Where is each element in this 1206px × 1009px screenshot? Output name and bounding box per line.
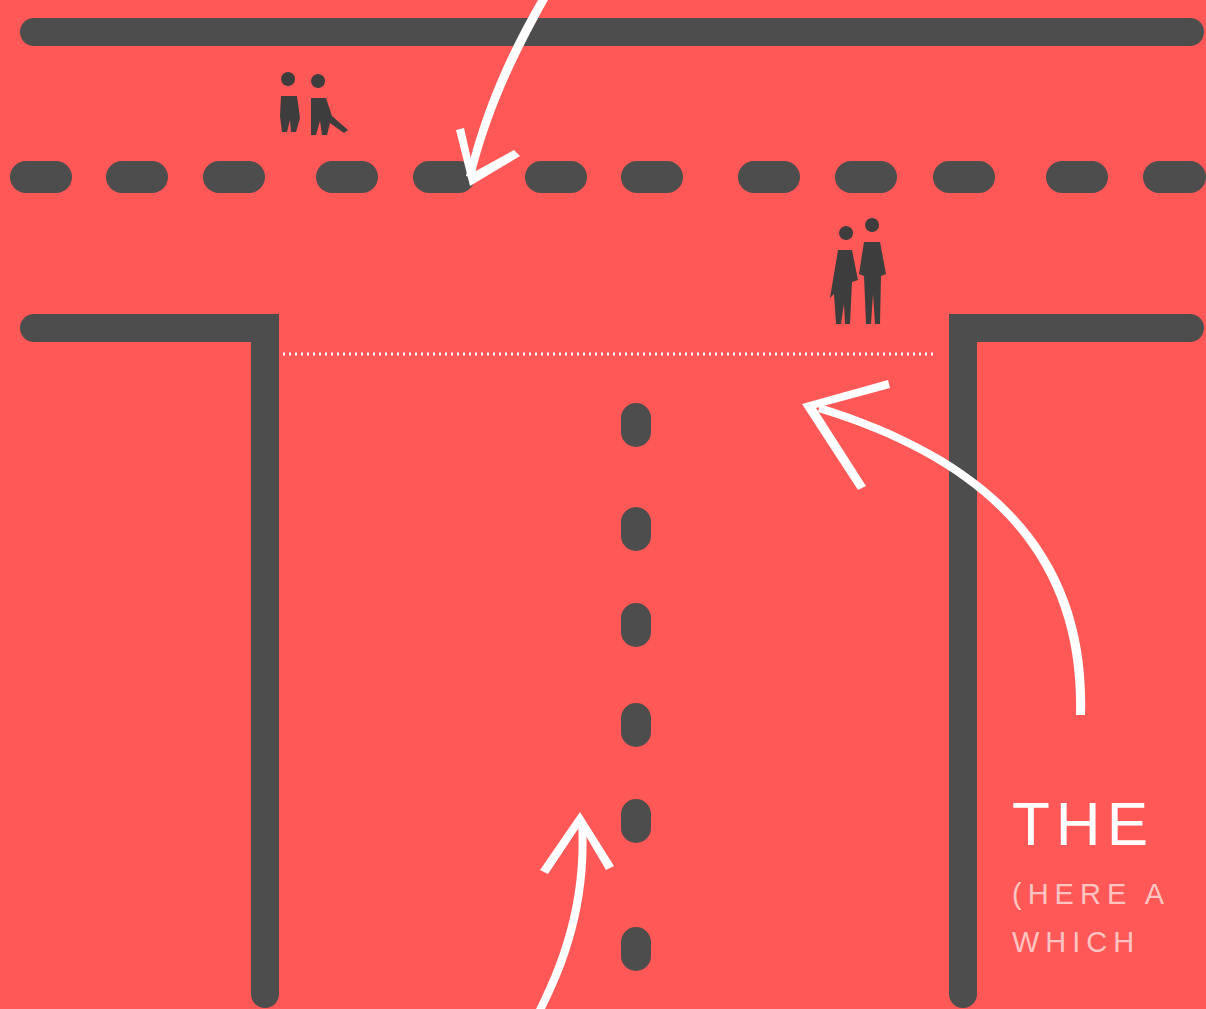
- heading-word: THE: [1012, 793, 1154, 855]
- note-line: WHICH: [1012, 928, 1140, 957]
- people-silhouettes: [280, 72, 886, 324]
- pointer-arrows: [456, 0, 1085, 1009]
- note-line: (HERE A: [1012, 880, 1170, 909]
- road-lines: [26, 32, 1190, 994]
- dotted-crossing-line: [283, 353, 936, 356]
